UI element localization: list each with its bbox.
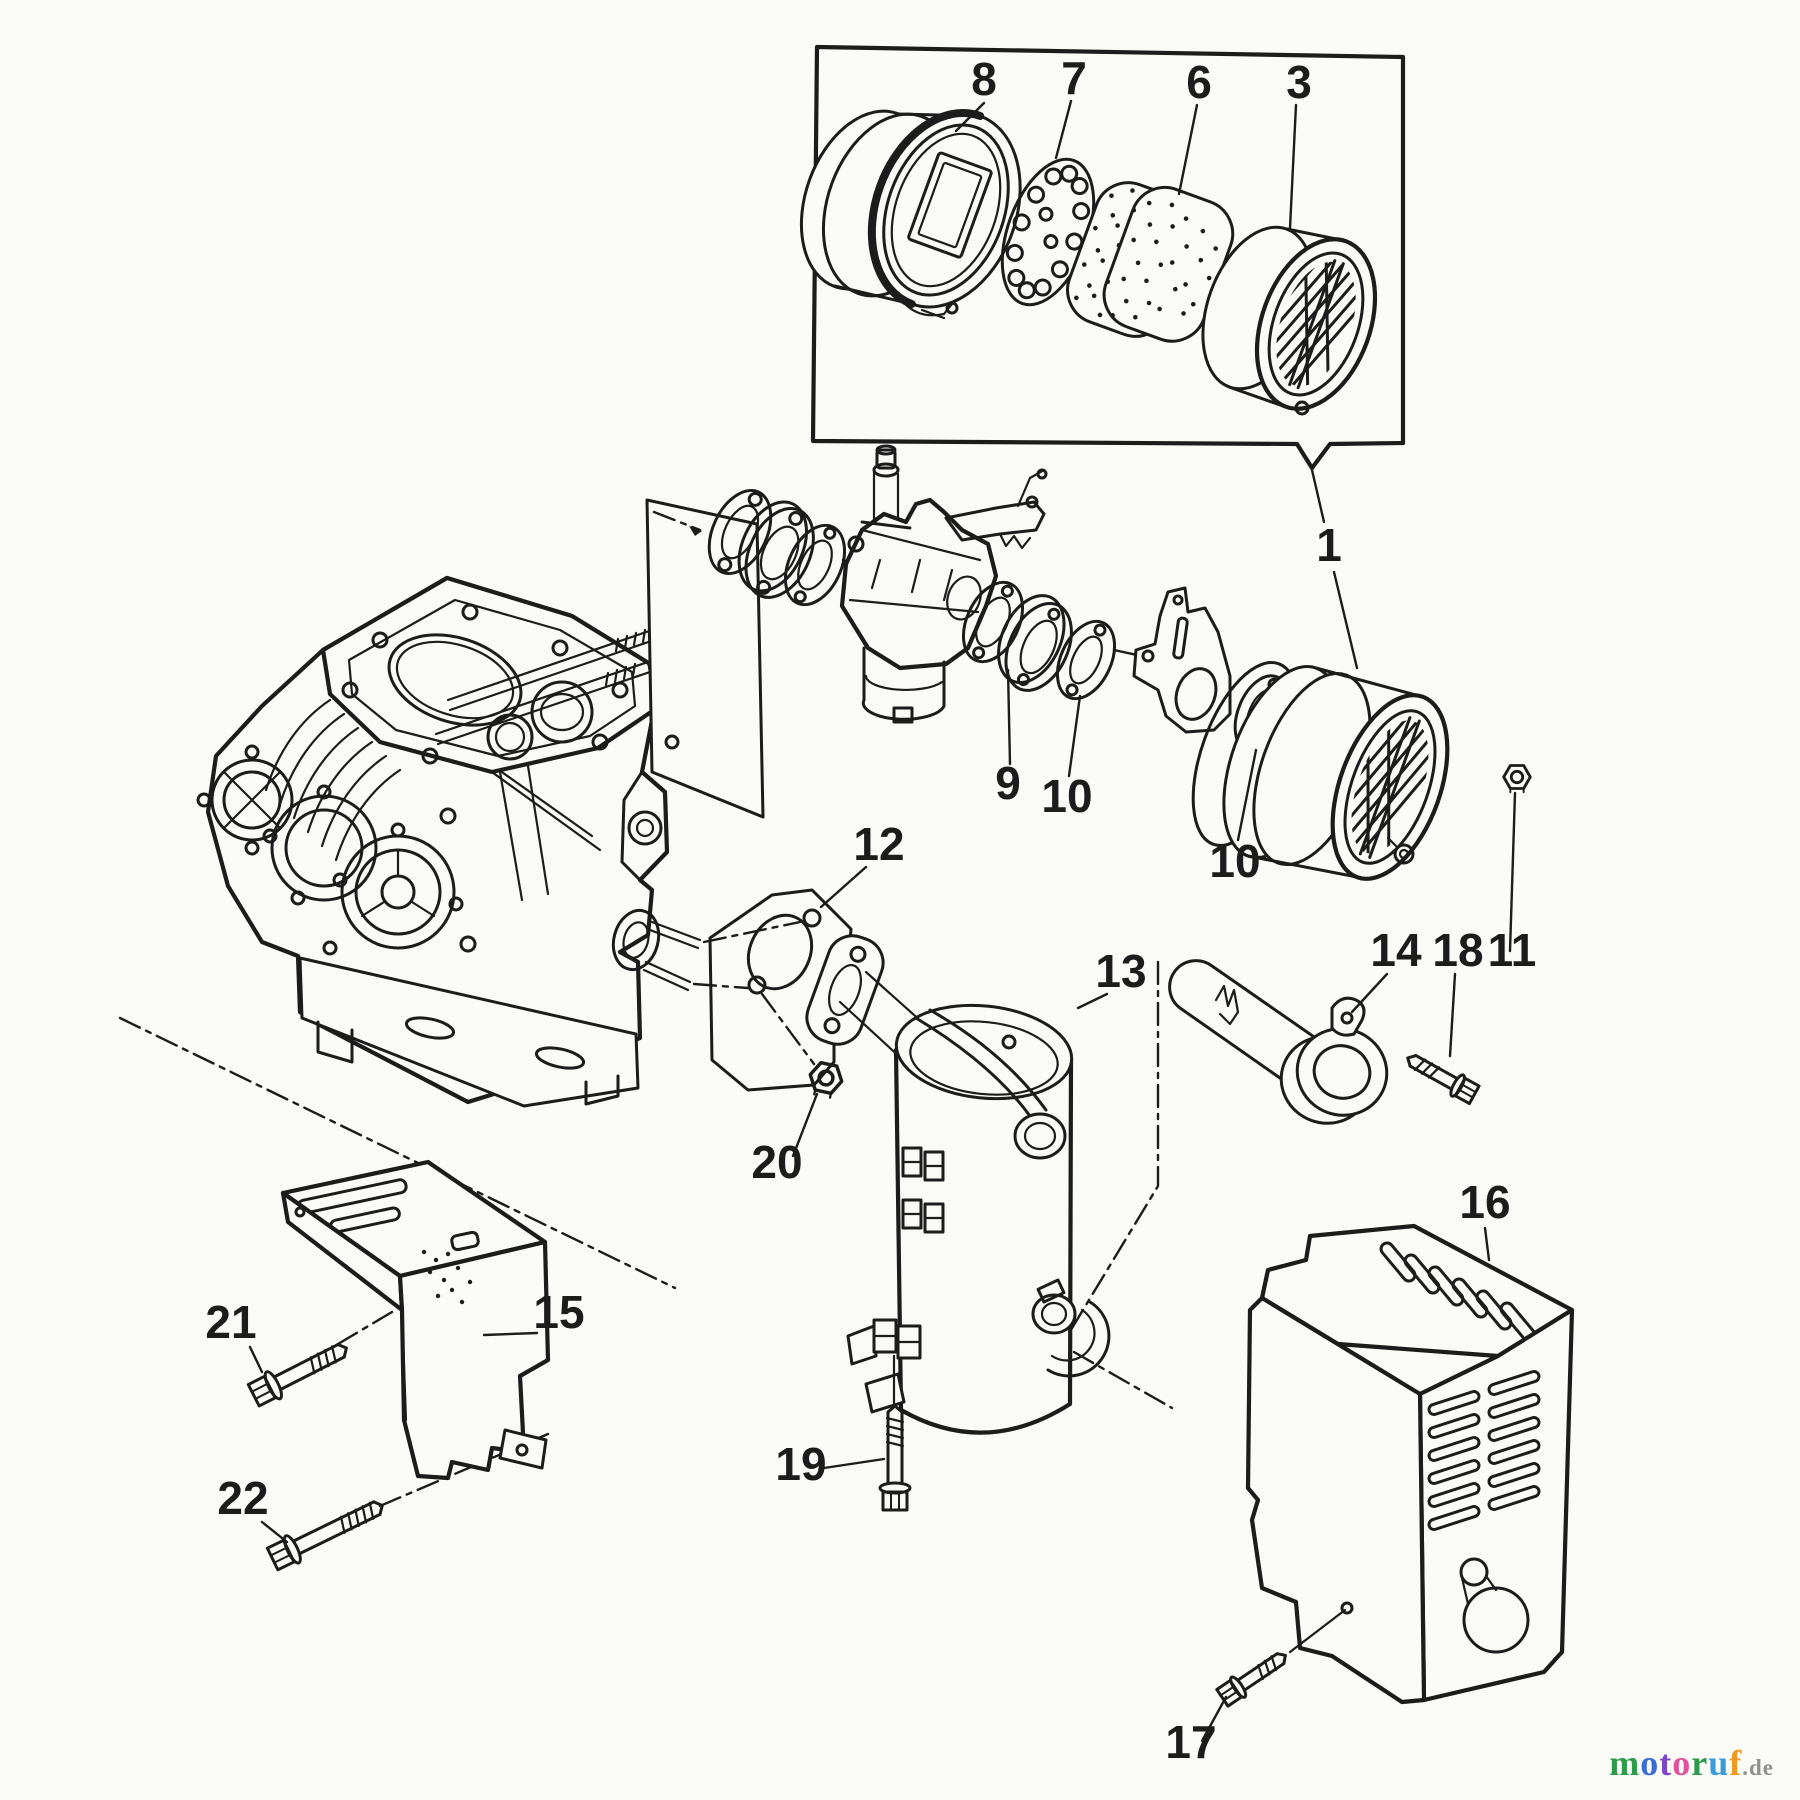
cylinder-head-deck [320,575,657,775]
leader-line-part-10 [1236,748,1258,842]
part-number-label-18: 18 [1432,924,1483,976]
watermark-letter: m [1609,1743,1641,1783]
air-cleaner-plate-part-7 [1000,157,1096,307]
heat-baffle-plate [645,498,765,819]
cylinder-fins [264,698,402,862]
part-number-label-16: 16 [1459,1176,1510,1228]
cover-top-vents [1379,1241,1537,1343]
leader-line-part-11 [1508,791,1517,953]
foam-stipple [1074,188,1218,320]
muffler-bottom-bracket [864,1354,906,1414]
air-cleaner-assembly-part-1 [1191,661,1450,881]
part-number-label-22: 22 [217,1472,268,1524]
alignment-centerlines [118,960,1174,1508]
muffler-inlet-flange [805,934,885,1046]
leader-line-part-19 [822,1457,886,1470]
engine-block [196,575,702,1108]
part-number-label-7: 7 [1061,52,1087,104]
part-number-label-3: 3 [1286,56,1312,108]
cover-side-vents [1427,1370,1541,1531]
flange-nut-part-11 [1502,764,1532,794]
exhaust-pipe-part-14 [1168,959,1389,1125]
air-cleaner-bracket [1132,586,1232,734]
watermark-word: motoruf [1609,1743,1742,1783]
muffler-part-13 [805,934,1111,1435]
watermark-motoruf: motoruf.de [1609,1742,1774,1784]
leader-line-part-14 [1350,972,1389,1014]
part-number-label-17: 17 [1165,1716,1216,1768]
intake-gasket-part-10 [1055,619,1117,701]
crankcase-bosses [196,744,477,956]
leader-line-part-7 [1054,99,1073,160]
exhaust-gasket-part-12 [708,888,856,1092]
watermark-letter: u [1708,1743,1730,1783]
leader-line-part-12 [819,865,868,909]
part-number-label-10: 10 [1041,770,1092,822]
cover-keyhole-cutout [1459,1557,1530,1654]
air-cleaner-detail-box [799,44,1406,471]
mounting-base [298,956,640,1108]
heat-shield-part-15 [280,1159,551,1481]
air-filter-foam-part-6 [1066,181,1235,343]
leader-line-part-22 [260,1520,289,1544]
watermark-letter: o [1640,1743,1660,1783]
part-number-label-10: 10 [1209,835,1260,887]
part-number-label-8: 8 [971,53,997,105]
carburetor-gasket [707,489,773,575]
leader-line-part-18 [1448,972,1457,1058]
part-number-label-20: 20 [751,1136,802,1188]
leader-line-part-3 [1288,103,1298,230]
part-number-label-13: 13 [1095,945,1146,997]
muffler-clamp-tabs [846,1146,945,1366]
watermark-letter: o [1672,1743,1692,1783]
part-number-label-1: 1 [1316,519,1342,571]
intake-gasket [961,580,1025,664]
cover-bolt-part-17 [1214,1643,1294,1710]
carburetor [839,444,1048,724]
leader-line-part-10 [1067,694,1082,778]
part-number-label-11: 11 [1488,924,1537,976]
watermark-letter: f [1729,1743,1743,1783]
leader-line-part-17 [1200,1695,1228,1743]
muffler-outlet [1031,1278,1111,1378]
muffler-cover-part-16 [1245,1223,1575,1705]
shroud-bolt-part-22 [264,1490,391,1574]
leader-line-part-1 [1332,570,1359,670]
leader-line-part-1 [1310,468,1326,524]
leader-line-part-16 [1483,1226,1491,1262]
leader-line-part-13 [1076,992,1109,1010]
part-number-label-14: 14 [1370,924,1422,976]
part-number-label-6: 6 [1186,56,1212,108]
shroud-stipple [421,1249,473,1305]
air-cleaner-cover-part-8 [799,109,1022,320]
leader-line-part-6 [1177,103,1199,196]
leader-line-part-20 [791,1092,819,1158]
part-number-label-21: 21 [205,1296,256,1348]
leader-line-part-21 [248,1345,264,1374]
air-filter-element-part-3 [1201,225,1378,416]
watermark-letter: r [1691,1743,1709,1783]
leader-line-part-9 [1006,668,1012,766]
watermark-suffix: .de [1742,1755,1774,1780]
part-number-label-9: 9 [995,757,1021,809]
exhaust-stud-dashes [692,920,816,1066]
carburetor-gasket [783,523,847,607]
leader-line-part-8 [954,101,986,133]
part-number-label-15: 15 [533,1286,584,1338]
carburetor-insulator [737,500,815,599]
exhaust-port-boss [611,908,702,992]
part-number-label-12: 12 [853,818,904,870]
intake-spacer-part-9 [997,594,1073,692]
watermark-letter: t [1659,1743,1673,1783]
part-number-label-19: 19 [775,1438,826,1490]
side-bracket [620,770,669,882]
pipe-bolt-part-18 [1400,1045,1482,1107]
leader-line-part-15 [482,1331,539,1337]
head-studs [434,626,662,746]
